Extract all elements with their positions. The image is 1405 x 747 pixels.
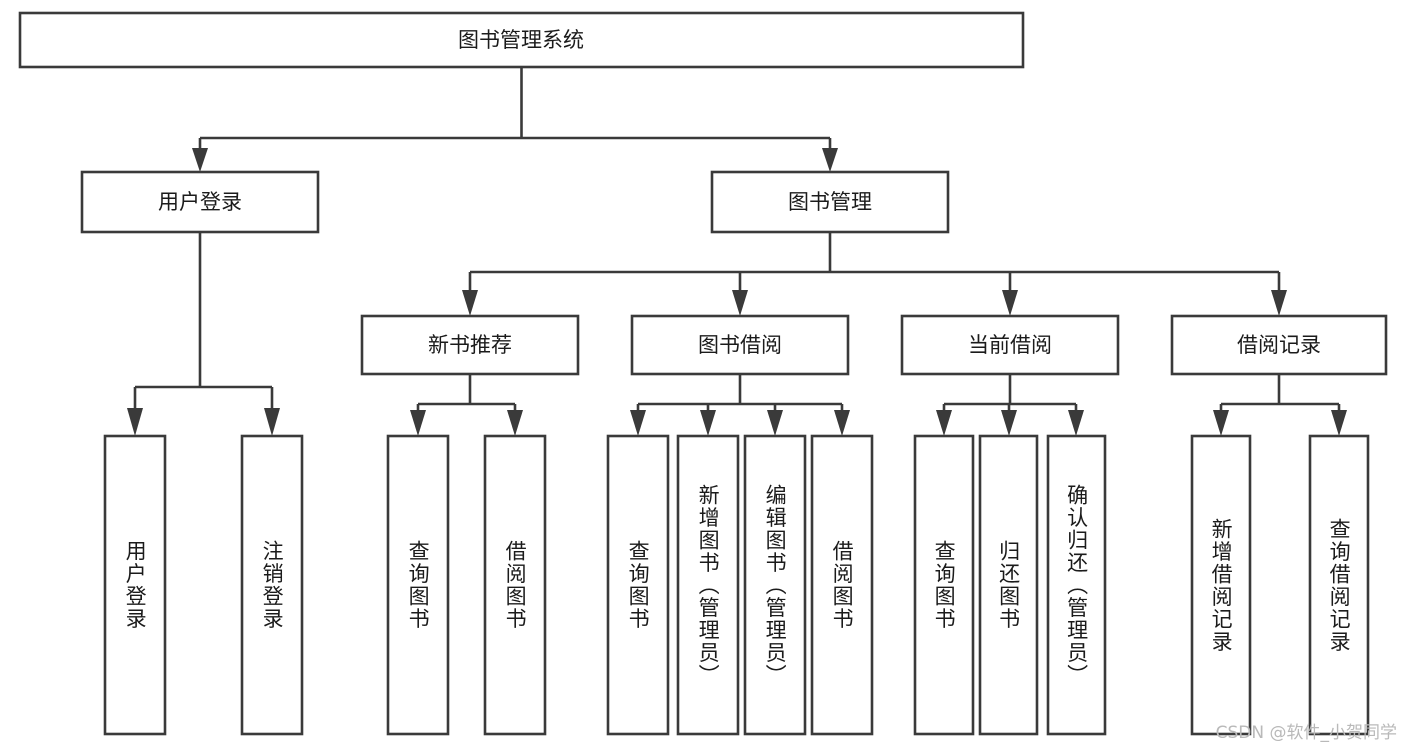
connector-user-login-to-leaves [127,232,280,436]
csdn-watermark: CSDN @软件_小贺同学 [1215,723,1397,743]
node-book-borrow-label: 图书借阅 [698,333,782,357]
arrowhead-leaf-user-login [127,408,143,436]
arrowhead-new-book-rec [462,290,478,316]
arrowhead-current-borrow [1002,290,1018,316]
node-book-manage-label: 图书管理 [788,190,872,214]
arrowhead-leaf-query-book-2 [630,410,646,436]
leaf-box-return-book[interactable] [978,434,1039,736]
node-new-book-rec-label: 新书推荐 [428,333,512,357]
connector-book-borrow-to-leaves [630,374,850,436]
arrowhead-leaf-query-book-3 [936,410,952,436]
arrowhead-leaf-query-book-1 [410,410,426,436]
node-borrow-record[interactable]: 借阅记录 [1170,314,1388,376]
node-book-manage-box[interactable] [710,170,950,234]
node-root[interactable]: 图书管理系统 [18,11,1025,69]
arrowhead-leaf-confirm-return [1068,410,1084,436]
arrowhead-leaf-edit-book [767,410,783,436]
arrowhead-leaf-borrow-book-1 [507,410,523,436]
leaf-box-add-record[interactable] [1190,434,1252,736]
arrowhead-book-borrow [732,290,748,316]
node-user-login[interactable]: 用户登录 [80,170,320,234]
connector-root-to-level2 [192,67,838,172]
leaf-box-borrow-book-2[interactable] [810,434,874,736]
node-new-book-rec-box[interactable] [360,314,580,376]
leaf-box-user-login[interactable] [103,434,167,736]
node-borrow-record-box[interactable] [1170,314,1388,376]
leaf-box-add-book[interactable] [676,434,740,736]
node-book-borrow-box[interactable] [630,314,850,376]
arrowhead-borrow-record [1271,290,1287,316]
arrowhead-book-manage [822,148,838,172]
leaf-box-confirm-return[interactable] [1046,434,1107,736]
leaf-box-query-record[interactable] [1308,434,1370,736]
node-current-borrow-label: 当前借阅 [968,333,1052,357]
arrowhead-user-login [192,148,208,172]
leaf-box-query-book-3[interactable] [913,434,975,736]
arrowhead-leaf-borrow-book-2 [834,410,850,436]
connector-book-manage-to-level3 [462,232,1287,316]
node-borrow-record-label: 借阅记录 [1237,333,1321,357]
node-root-box[interactable] [18,11,1025,69]
connector-new-book-rec-to-leaves [410,374,523,436]
node-book-borrow[interactable]: 图书借阅 [630,314,850,376]
node-current-borrow[interactable]: 当前借阅 [900,314,1120,376]
arrowhead-leaf-return-book [1001,410,1017,436]
arrowhead-leaf-add-book [700,410,716,436]
node-book-manage[interactable]: 图书管理 [710,170,950,234]
leaf-box-query-book-2[interactable] [606,434,670,736]
arrowhead-leaf-add-record [1213,410,1229,436]
connector-current-borrow-to-leaves [936,374,1084,436]
node-new-book-rec[interactable]: 新书推荐 [360,314,580,376]
node-current-borrow-box[interactable] [900,314,1120,376]
leaf-box-query-book-1[interactable] [386,434,450,736]
arrowhead-leaf-query-record [1331,410,1347,436]
leaf-box-edit-book[interactable] [743,434,807,736]
leaf-box-borrow-book-1[interactable] [483,434,547,736]
node-root-label: 图书管理系统 [458,28,584,52]
leaf-box-logout[interactable] [240,434,304,736]
node-user-login-box[interactable] [80,170,320,234]
connector-borrow-record-to-leaves [1213,374,1347,436]
arrowhead-leaf-logout [264,408,280,436]
node-user-login-label: 用户登录 [158,190,242,214]
